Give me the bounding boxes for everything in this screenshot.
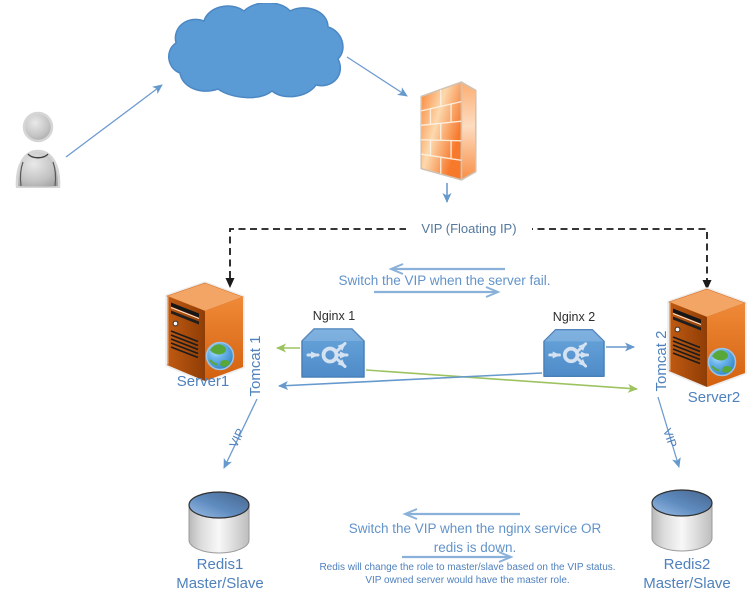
server2-label: Server2 [687,389,741,406]
redis-note-text: Redis will change the role to master/sla… [290,561,645,587]
cloud-icon [166,90,346,107]
firewall-icon [418,170,480,187]
redis1-label: Redis1 Master/Slave [168,555,272,593]
redis1-name: Redis1 [196,556,244,573]
vip-left-label: VIP [226,426,248,450]
user-node [12,110,66,193]
arrow-cloud-to-firewall [346,56,408,97]
vip-right-label: VIP [660,426,680,450]
firewall-node [418,80,480,188]
nginx1-label: Nginx 1 [312,309,356,323]
redis2-role: Master/Slave [643,575,731,592]
load-balancer-icon [301,365,365,382]
switch-nginx-line1: Switch the VIP when the nginx service OR [348,521,602,536]
server1-label: Server1 [176,373,230,390]
server2-node [665,287,749,392]
redis-note-line1: Redis will change the role to master/sla… [319,562,616,573]
load-balancer-icon [543,365,605,382]
redis2-label: Redis2 Master/Slave [635,555,739,593]
nginx2-label: Nginx 2 [552,310,596,324]
arrow-user-to-cloud [65,84,163,158]
switch-nginx-line2: redis is down. [433,540,517,555]
person-icon [12,175,66,192]
switch-server-fail-text: Switch the VIP when the server fail. [338,273,551,288]
redis1-role: Master/Slave [176,575,264,592]
nginx1-node [301,328,365,383]
tomcat1-label: Tomcat 1 [246,335,264,397]
vip-floating-ip-label: VIP (Floating IP) [406,221,532,237]
nginx2-node [543,328,605,383]
tomcat2-label: Tomcat 2 [652,330,670,392]
redis2-node [649,488,715,559]
server1-node [163,281,247,386]
switch-nginx-text: Switch the VIP when the nginx service OR… [325,519,625,557]
redis2-name: Redis2 [663,556,711,573]
redis-note-line2: VIP owned server would have the master r… [365,575,570,586]
redis1-node [186,490,252,561]
internet-node [166,3,346,108]
